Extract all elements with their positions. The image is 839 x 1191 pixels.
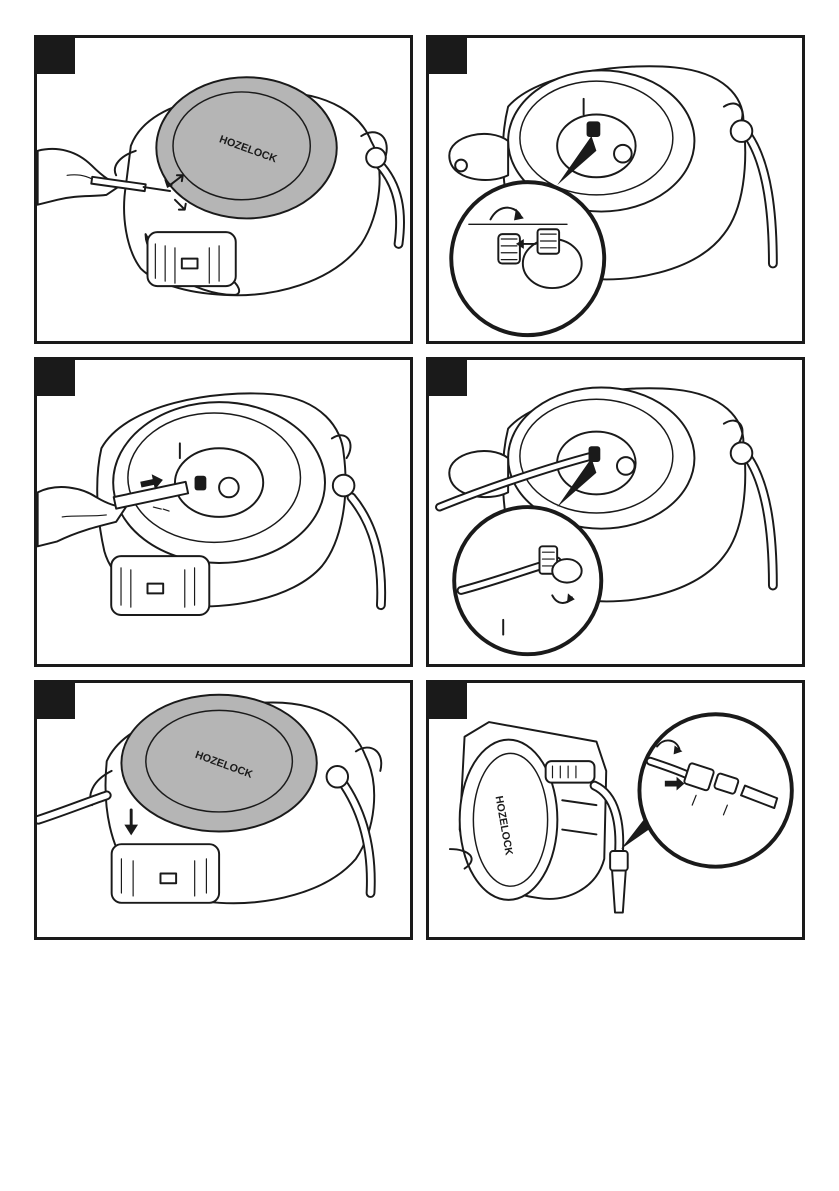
step-panel-4 — [426, 357, 805, 667]
step-panel-2 — [426, 35, 805, 344]
step-panel-6: HOZELOCK — [426, 680, 805, 940]
step-panel-1: HOZELOCK — [34, 35, 413, 344]
step-panel-5: HOZELOCK — [34, 680, 413, 940]
hose-reel-open-connector-illustration — [429, 38, 802, 341]
hose-reel-connect-hose-illustration — [429, 360, 802, 664]
step-panel-3 — [34, 357, 413, 667]
hose-reel-insert-hose-illustration — [37, 360, 410, 664]
hose-reel-nozzle-attach-illustration: HOZELOCK — [429, 683, 802, 937]
hose-reel-cover-removal-illustration: HOZELOCK — [37, 38, 410, 341]
hose-reel-refit-cover-illustration: HOZELOCK — [37, 683, 410, 937]
